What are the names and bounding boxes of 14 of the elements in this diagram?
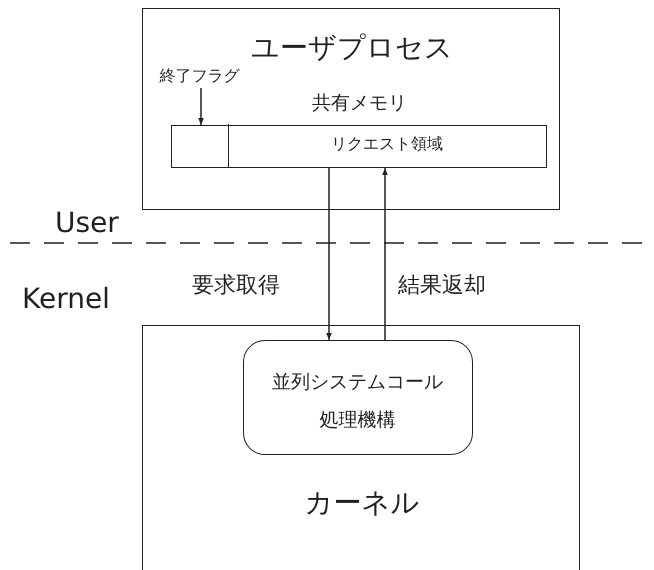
arrow <box>326 168 332 340</box>
arrow <box>198 88 204 125</box>
flag-label-text: 終了フラグ <box>158 66 241 85</box>
user-label: User <box>55 206 119 239</box>
box-title: ユーザプロセス <box>250 31 454 65</box>
kernel-label: Kernel <box>22 282 110 315</box>
kernel-box <box>142 325 580 570</box>
memory-heading: 共有メモリ <box>311 92 408 114</box>
rounded-box <box>242 340 472 454</box>
arrow <box>382 168 388 340</box>
box-title: カーネル <box>304 486 420 520</box>
area-label: リクエスト領域 <box>330 134 444 154</box>
box-text: 並列システムコール処理機構 <box>271 370 444 432</box>
process-box <box>142 8 560 210</box>
